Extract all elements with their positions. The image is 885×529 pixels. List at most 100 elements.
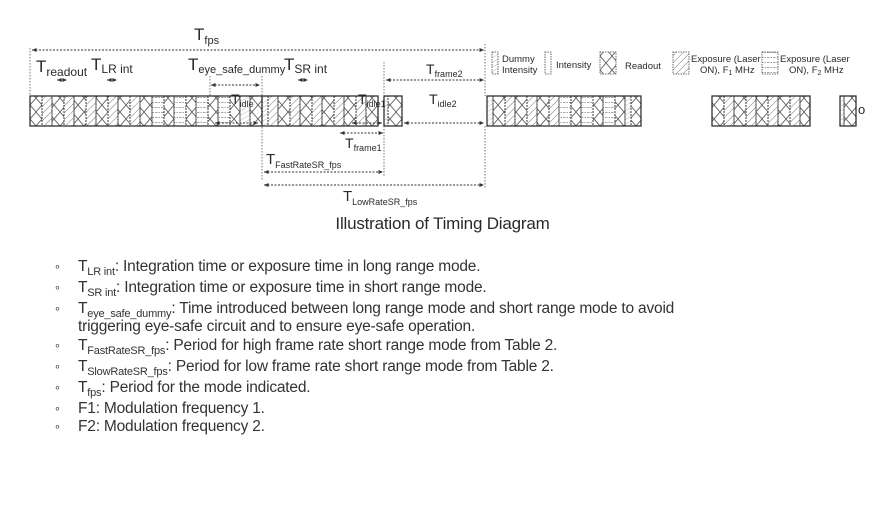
label-t-eye-safe-dummy: Teye_safe_dummy [188, 55, 286, 76]
label-t-lowrate: TLowRateSR_fps [343, 188, 418, 207]
svg-text:Exposure (Laser: Exposure (Laser [780, 54, 850, 65]
label-t-lr-int: TLR int [91, 55, 133, 76]
timing-cell [504, 95, 516, 127]
definition-item: ∘TLR int: Integration time or exposure t… [54, 258, 481, 278]
timing-cell [570, 95, 582, 127]
label-t-frame1: Tframe1 [345, 135, 382, 153]
timing-cell [129, 95, 141, 127]
timing-cell [41, 95, 53, 127]
definition-item: ∘TFastRateSR_fps: Period for high frame … [54, 337, 558, 357]
timing-cell [526, 95, 538, 127]
svg-text:ON), F2 MHz: ON), F2 MHz [789, 65, 844, 77]
next-short-range-segment [711, 95, 811, 127]
legend-item-exposure-f2: Exposure (Laser ON), F2 MHz [761, 51, 850, 77]
definition-item: ∘F2: Modulation frequency 2. [54, 418, 265, 435]
svg-text:Exposure (Laser: Exposure (Laser [691, 54, 761, 65]
timing-diagram: Tfps Treadout TLR int Teye_safe_dummy TS… [29, 25, 865, 207]
bullet-icon: ∘ [54, 361, 61, 373]
label-t-readout: Treadout [36, 57, 88, 79]
timing-cell [73, 95, 87, 127]
svg-text:Tidle1: Tidle1 [358, 91, 386, 109]
timing-cell [799, 95, 811, 127]
definition-item: ∘TSlowRateSR_fps: Period for low frame r… [54, 358, 554, 378]
timing-cell [492, 95, 506, 127]
svg-text:TFastRateSR_fps: TFastRateSR_fps [266, 151, 342, 170]
timing-cell [267, 95, 279, 127]
svg-text:Tidle: Tidle [231, 91, 254, 109]
timing-cell [333, 95, 345, 127]
timing-bars [29, 95, 857, 127]
timing-cell [173, 95, 187, 127]
label-t-idle1: Tidle1 [358, 91, 386, 109]
timing-cell [261, 95, 269, 127]
timing-cell [733, 95, 747, 127]
timing-cell [299, 95, 313, 127]
definition-list: ∘TLR int: Integration time or exposure t… [48, 258, 674, 439]
svg-text:Treadout: Treadout [36, 57, 88, 79]
timing-cell [711, 95, 725, 127]
timing-cell [745, 95, 757, 127]
label-t-fps: Tfps [194, 25, 220, 47]
timing-cell [163, 95, 175, 127]
timing-cell [117, 95, 131, 127]
svg-text:Tframe2: Tframe2 [426, 61, 463, 79]
label-t-sr-int: TSR int [284, 55, 328, 76]
bullet-icon: ∘ [54, 261, 61, 273]
timing-cell [536, 95, 550, 127]
timing-cell [95, 95, 109, 127]
label-t-fastrate: TFastRateSR_fps [266, 151, 342, 170]
label-t-idle2: Tidle2 [429, 91, 457, 109]
timing-cell [486, 95, 494, 127]
timing-cell [343, 95, 357, 127]
timing-cell [195, 95, 209, 127]
timing-cell [580, 95, 594, 127]
svg-text:ON), F1 MHz: ON), F1 MHz [700, 65, 755, 77]
timing-cell [85, 95, 97, 127]
timing-cell [514, 95, 528, 127]
definition-item: ∘Tfps: Period for the mode indicated. [54, 379, 311, 399]
timing-cell [207, 95, 219, 127]
svg-text:Teye_safe_dummy: Teye_safe_dummy [188, 55, 286, 76]
timing-cell [843, 95, 857, 127]
timing-cell [321, 95, 335, 127]
timing-cell [29, 95, 43, 127]
next-readout-segment [839, 95, 857, 127]
bullet-icon: ∘ [54, 282, 61, 294]
timing-cell [755, 95, 769, 127]
timing-cell [777, 95, 791, 127]
definition-item: ∘F1: Modulation frequency 1. [54, 400, 265, 417]
definition-item: ∘TSR int: Integration time or exposure t… [54, 279, 487, 299]
label-t-frame2: Tframe2 [426, 61, 463, 79]
legend-item-readout: Readout [599, 51, 661, 75]
bullet-icon: ∘ [54, 421, 61, 433]
legend-item-intensity: Intensity [544, 51, 592, 75]
definition-item-continuation: triggering eye-safe circuit and to ensur… [78, 318, 476, 335]
svg-text:Intensity: Intensity [502, 65, 538, 76]
bullet-icon: ∘ [54, 340, 61, 352]
timing-cell [558, 95, 572, 127]
svg-text:Intensity: Intensity [556, 60, 592, 71]
svg-text:TSR int: TSR int [284, 55, 328, 76]
timing-cell [63, 95, 75, 127]
bullet-icon: ∘ [54, 403, 61, 415]
timing-cell [548, 95, 560, 127]
timing-cell [614, 95, 626, 127]
timing-cell [387, 95, 403, 127]
legend: Dummy Intensity Intensity Readout Exposu… [491, 51, 850, 77]
timing-cell [630, 95, 642, 127]
timing-cell [723, 95, 735, 127]
timing-cell [107, 95, 119, 127]
next-frame-segment [486, 95, 642, 127]
timing-cell [624, 95, 632, 127]
diagram-caption: Illustration of Timing Diagram [335, 214, 550, 233]
svg-text:Dummy: Dummy [502, 54, 535, 65]
label-t-idle: Tidle [231, 91, 254, 109]
timing-cell [277, 95, 291, 127]
dimension-lines [29, 44, 486, 188]
timing-cell [789, 95, 801, 127]
bullet-icon: ∘ [54, 382, 61, 394]
timing-cell [151, 95, 165, 127]
legend-item-dummy-intensity: Dummy Intensity [491, 51, 538, 76]
timing-cell [185, 95, 197, 127]
definition-item: ∘Teye_safe_dummy: Time introduced betwee… [54, 300, 675, 320]
